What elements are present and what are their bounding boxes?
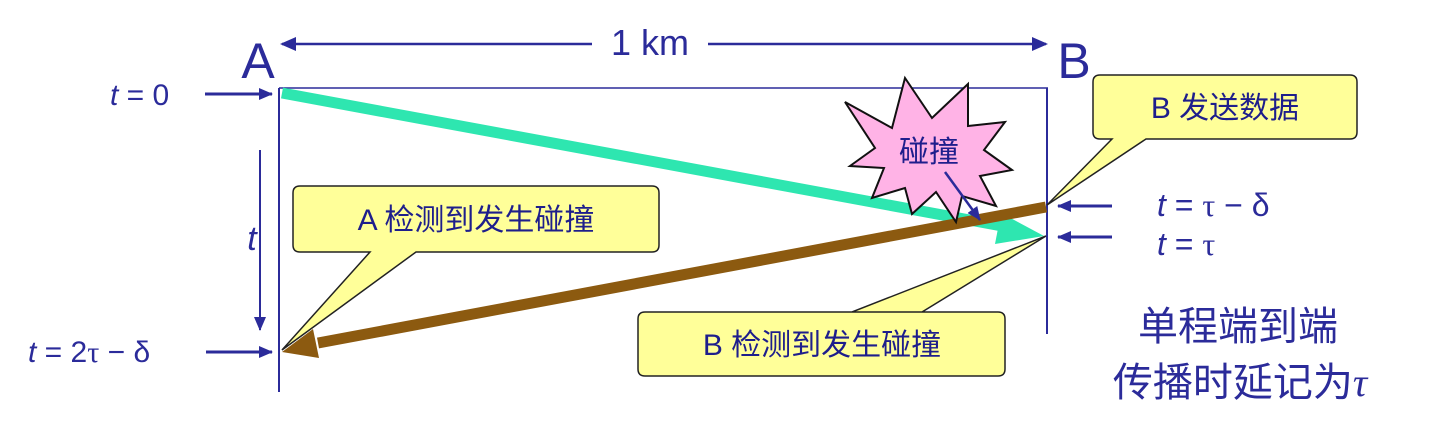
collision-pointer (943, 171, 982, 221)
collision-burst-label: 碰撞 (899, 136, 959, 169)
propagation-note-line1: 单程端到端 (1138, 305, 1338, 349)
signal-from-a (281, 87, 1044, 244)
time-axis-label: t (247, 220, 258, 258)
distance-arrow (280, 37, 1048, 51)
time-label-tau: t = τ (1157, 226, 1215, 262)
time-label-tau-minus-delta: t = τ − δ (1157, 187, 1270, 223)
endpoint-a-label: A (241, 33, 275, 89)
callout-b-detects-text: B 检测到发生碰撞 (703, 329, 941, 362)
callout-b-sends-text: B 发送数据 (1151, 92, 1299, 125)
distance-label: 1 km (611, 22, 689, 63)
station-frame (278, 87, 1048, 392)
propagation-note-line2: 传播时延记为τ (1113, 360, 1369, 405)
time-label-two-tau-minus-delta: t = 2τ − δ (28, 336, 150, 369)
callout-b-detects: B 检测到发生碰撞 (637, 235, 1047, 377)
time-label-zero: t = 0 (110, 79, 169, 112)
callout-b-sends: B 发送数据 (1046, 74, 1358, 206)
callout-a-detects-text: A 检测到发生碰撞 (358, 204, 595, 237)
callout-a-detects: A 检测到发生碰撞 (281, 185, 660, 351)
signal-from-b (282, 201, 1048, 358)
endpoint-b-label: B (1057, 33, 1090, 89)
collision-burst (844, 75, 1015, 225)
